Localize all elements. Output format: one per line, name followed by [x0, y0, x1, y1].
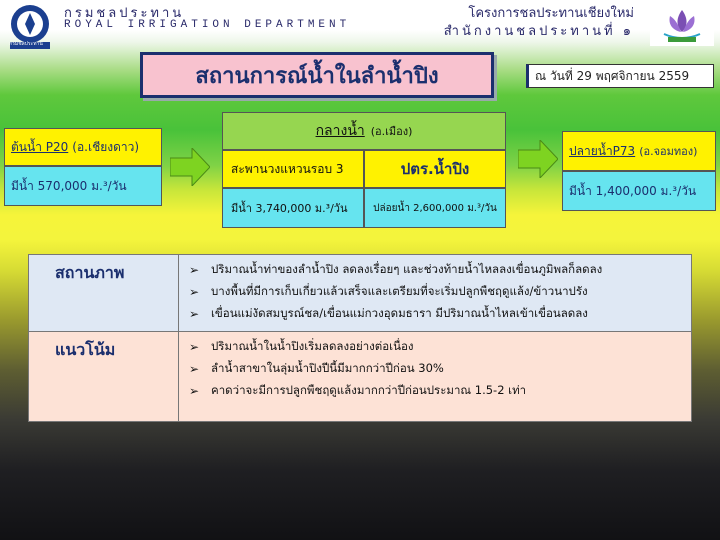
list-item: ➢ คาดว่าจะมีการปลูกพืชฤดูแล้งมากกว่าปีก่อ…	[189, 380, 691, 402]
org-name-english: ROYAL IRRIGATION DEPARTMENT	[64, 19, 351, 31]
upstream-district: (อ.เชียงดาว)	[72, 139, 140, 154]
status-item-text: เขื่อนแม่งัดสมบูรณ์ชล/เขื่อนแม่กวงอุดมธา…	[211, 306, 588, 320]
status-trend-panel: สถานภาพ ➢ ปริมาณน้ำท่าของลำน้ำปิง ลดลงเรื…	[28, 254, 692, 422]
list-item: ➢ ลำน้ำสาขาในลุ่มน้ำปิงปีนี้มีมากกว่าปีก่…	[189, 358, 691, 380]
status-item-text: ปริมาณน้ำท่าของลำน้ำปิง ลดลงเรื่อยๆ และช…	[211, 262, 603, 276]
date-label: ณ วันที่ 29 พฤศจิกายน 2559	[526, 64, 714, 88]
midstream-heading-label: กลางน้ำ	[315, 123, 365, 139]
trend-label: แนวโน้ม	[29, 332, 179, 421]
midstream-station-a: สะพานวงแหวนรอบ 3	[222, 150, 364, 188]
trend-list: ➢ ปริมาณน้ำในน้ำปิงเริ่มลดลงอย่างต่อเนื่อ…	[179, 332, 691, 421]
list-item: ➢ เขื่อนแม่งัดสมบูรณ์ชล/เขื่อนแม่กวงอุดมธ…	[189, 303, 691, 325]
lotus-logo-icon	[650, 4, 714, 46]
office-name: สำนักงานชลประทานที่ ๑	[443, 24, 634, 39]
trend-item-text: ลำน้ำสาขาในลุ่มน้ำปิงปีนี้มีมากกว่าปีก่อ…	[211, 361, 444, 375]
downstream-flow: มีน้ำ 1,400,000 ม.³/วัน	[562, 171, 716, 211]
arrow-right-icon	[518, 140, 558, 178]
rid-logo-icon	[10, 5, 50, 49]
status-row: สถานภาพ ➢ ปริมาณน้ำท่าของลำน้ำปิง ลดลงเรื…	[29, 255, 691, 332]
trend-item-text: ปริมาณน้ำในน้ำปิงเริ่มลดลงอย่างต่อเนื่อง	[211, 339, 414, 353]
arrow-right-icon	[170, 148, 210, 186]
downstream-name: ปลายน้ำP73	[569, 143, 636, 158]
downstream-district: (อ.จอมทอง)	[639, 145, 698, 158]
upstream-name: ต้นน้ำ P20	[11, 139, 69, 154]
trend-item-text: คาดว่าจะมีการปลูกพืชฤดูแล้งมากกว่าปีก่อน…	[211, 383, 527, 397]
arrow-bullet-icon: ➢	[189, 307, 200, 321]
list-item: ➢ ปริมาณน้ำท่าของลำน้ำปิง ลดลงเรื่อยๆ และ…	[189, 259, 691, 281]
midstream-station-b: ปตร.น้ำปิง	[364, 150, 506, 188]
list-item: ➢ ปริมาณน้ำในน้ำปิงเริ่มลดลงอย่างต่อเนื่อ…	[189, 336, 691, 358]
downstream-station: ปลายน้ำP73 (อ.จอมทอง)	[562, 131, 716, 171]
arrow-bullet-icon: ➢	[189, 263, 200, 277]
status-label: สถานภาพ	[29, 255, 179, 331]
list-item: ➢ บางพื้นที่มีการเก็บเกี่ยวแล้วเสร็จและเต…	[189, 281, 691, 303]
midstream-heading: กลางน้ำ (อ.เมือง)	[222, 112, 506, 150]
arrow-bullet-icon: ➢	[189, 340, 200, 354]
arrow-bullet-icon: ➢	[189, 285, 200, 299]
upstream-station: ต้นน้ำ P20 (อ.เชียงดาว)	[4, 128, 162, 166]
status-item-text: บางพื้นที่มีการเก็บเกี่ยวแล้วเสร็จและเตร…	[211, 284, 588, 298]
status-list: ➢ ปริมาณน้ำท่าของลำน้ำปิง ลดลงเรื่อยๆ และ…	[179, 255, 691, 331]
trend-row: แนวโน้ม ➢ ปริมาณน้ำในน้ำปิงเริ่มลดลงอย่าง…	[29, 332, 691, 421]
logo-caption: กรมชลประทาน	[9, 41, 43, 47]
arrow-bullet-icon: ➢	[189, 384, 200, 398]
midstream-flow-a: มีน้ำ 3,740,000 ม.³/วัน	[222, 188, 364, 228]
midstream-flow-b: ปล่อยน้ำ 2,600,000 ม.³/วัน	[364, 188, 506, 228]
arrow-bullet-icon: ➢	[189, 362, 200, 376]
org-name-thai: กรมชลประทาน	[64, 6, 185, 21]
upstream-flow: มีน้ำ 570,000 ม.³/วัน	[4, 166, 162, 206]
project-name: โครงการชลประทานเชียงใหม่	[468, 6, 634, 21]
page-title: สถานการณ์น้ำในลำน้ำปิง	[140, 52, 494, 98]
midstream-district: (อ.เมือง)	[370, 125, 413, 138]
